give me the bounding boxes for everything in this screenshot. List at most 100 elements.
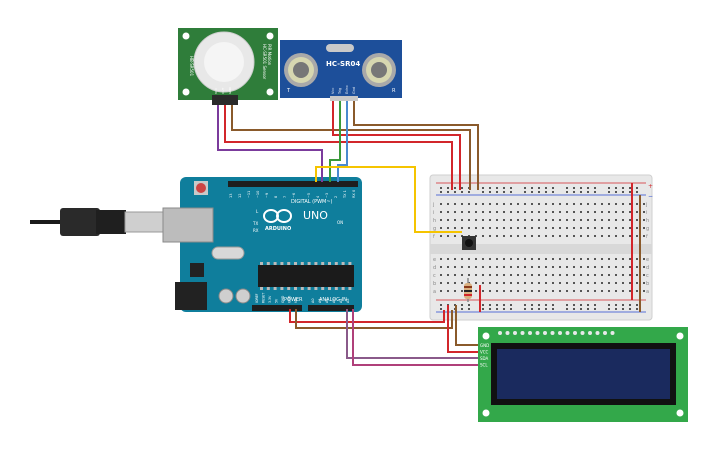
row-letter-right: c <box>646 273 649 279</box>
reset-button-icon <box>196 183 206 193</box>
push-button <box>462 236 476 250</box>
row-letter-left: b <box>433 281 436 287</box>
ultrasonic-model: HC-SR04 <box>326 60 360 68</box>
row-letter-right: b <box>646 281 649 287</box>
on-led-label: ON <box>337 220 343 225</box>
power-pin-label: Vin <box>294 298 298 303</box>
lcd-vcc-wire <box>447 305 478 353</box>
row-letter-right: d <box>646 265 649 271</box>
digital-pin-label: 2 <box>334 196 338 198</box>
row-letter-left: d <box>433 265 436 271</box>
pir-side-text: HC-SR501 Sensor <box>262 44 267 80</box>
lcd-pin-label: SCL <box>480 363 488 368</box>
row-letter-right: f <box>646 234 648 240</box>
row-letter-right: j <box>645 202 647 208</box>
transmitter-icon <box>284 53 318 87</box>
lcd-sda-wire <box>346 309 478 359</box>
digital-pin-label: 7 <box>283 196 287 198</box>
pir-pin-label: GND <box>228 86 232 94</box>
lcd-pin-label: GND <box>480 343 489 348</box>
pir-pin-label: VCC <box>214 88 218 94</box>
digital-label: DIGITAL (PWM~) <box>291 199 333 205</box>
rx-led-label: RX <box>253 228 259 233</box>
row-letter-left: e <box>433 257 436 263</box>
analog-pin-label: A3 <box>332 298 336 303</box>
lcd-gnd-wire <box>455 305 478 346</box>
digital-pin-label: 12 <box>238 194 242 198</box>
digital-pin-label: ~9 <box>265 193 269 198</box>
row-letter-right: a <box>646 289 649 295</box>
sr04-vcc-wire <box>332 100 461 190</box>
power-pin-label: GND <box>281 295 285 303</box>
row-letter-left: j <box>432 202 434 208</box>
analog-pin-label: A1 <box>318 298 322 303</box>
digital-pin-label: 8 <box>274 196 278 198</box>
row-letter-right: i <box>646 210 647 216</box>
digital-pin-label: RX 0 <box>352 190 356 198</box>
row-letter-right: h <box>646 218 649 224</box>
row-letter-left: c <box>433 273 436 279</box>
analog-label: ANALOG IN <box>319 297 347 303</box>
arduino-5v-wire <box>289 309 445 323</box>
digital-pin-label: 13 <box>229 194 233 198</box>
button-signal-wire <box>315 166 462 233</box>
power-pin-label: 3.3V <box>268 295 272 303</box>
sr04-pin-label: Vcc <box>331 88 335 94</box>
digital-pin-label: 4 <box>316 195 320 198</box>
lcd-scl-wire <box>352 309 478 366</box>
pir-gnd-wire <box>231 105 471 190</box>
digital-pin-label: ~11 <box>247 191 251 198</box>
power-pin-label: 5V <box>275 298 279 303</box>
row-letter-left: a <box>433 289 436 295</box>
lcd-top-pins <box>498 331 615 335</box>
usb-cable <box>30 208 164 236</box>
arduino-board: UNO ARDUINO DIGITAL (PWM~) POWER ANALOG … <box>162 177 362 312</box>
sr04-gnd-wire <box>353 100 479 190</box>
digital-pin-label: ~6 <box>292 193 296 198</box>
digital-pin-label: ~3 <box>325 193 329 198</box>
arduino-gnd-wire <box>295 309 453 329</box>
ultrasonic-left-mark: T <box>286 88 291 94</box>
sr04-pin-label: Echo <box>345 86 349 95</box>
row-letter-left: f <box>433 234 435 240</box>
analog-pin-label: A0 <box>311 298 315 303</box>
row-letter-left: g <box>433 226 436 232</box>
pir-vcc-wire <box>217 105 323 182</box>
sr04-trig-wire <box>329 100 341 182</box>
ultrasonic-right-mark: R <box>392 88 396 94</box>
power-pin-label: IOREF <box>255 293 259 303</box>
lcd-screen <box>497 349 670 399</box>
chip-pins <box>260 262 352 290</box>
wires <box>217 100 641 366</box>
digital-pin-label: TX 1 <box>343 190 347 199</box>
rail-minus-label: − <box>648 193 653 200</box>
power-label: POWER <box>284 297 303 303</box>
pir-out-wire <box>224 105 453 190</box>
digital-pin-label: ~5 <box>307 193 311 198</box>
row-letter-right: e <box>646 257 649 263</box>
pir-side-text-3: HB-SR501 <box>189 56 194 77</box>
receiver-icon <box>362 53 396 87</box>
tx-led-label: TX <box>252 221 258 226</box>
sr04-pin-label: Trig <box>338 88 342 95</box>
l-led-label: L <box>256 209 259 214</box>
power-pin-label: GND <box>288 295 292 303</box>
analog-pin-label: A4 <box>339 298 343 303</box>
power-pin-label: RESET <box>262 293 266 303</box>
arduino-logo-icon <box>263 209 292 223</box>
lcd-pin-label: VCC <box>480 350 489 355</box>
lcd-pin-label: SDA <box>480 356 489 361</box>
sr04-echo-wire <box>337 100 348 182</box>
pir-side-text-2: PIR Motion <box>267 44 272 66</box>
analog-pin-label: A5 <box>346 298 350 303</box>
